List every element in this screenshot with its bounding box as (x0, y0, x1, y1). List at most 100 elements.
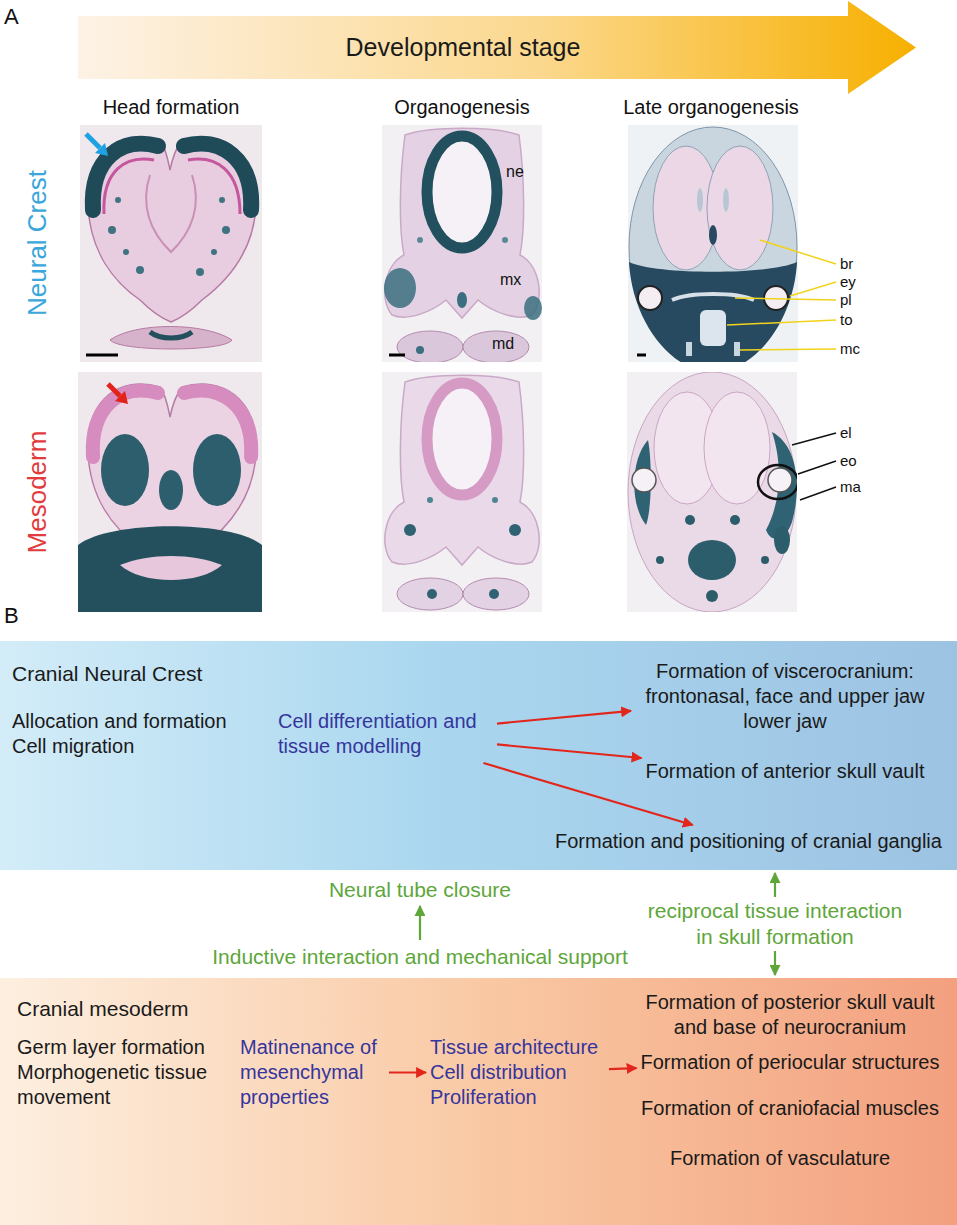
section-image (730, 515, 740, 525)
section-image (384, 268, 416, 308)
section-image (150, 332, 192, 338)
node-text: Tissue architecture Cell distribution Pr… (430, 1035, 605, 1110)
outcome-text: Formation of anterior skull vault (645, 759, 924, 784)
node-text: Formation of viscerocranium: frontonasal… (635, 659, 935, 734)
section-image (86, 354, 118, 357)
section-image (672, 294, 754, 300)
section-image (136, 266, 144, 274)
section-image (385, 375, 539, 565)
section-image (416, 346, 424, 354)
structure-label: md (492, 335, 514, 353)
column-heading: Late organogenesis (623, 96, 799, 119)
section-image (196, 268, 204, 276)
section-image (709, 225, 717, 245)
leader-line (792, 433, 836, 500)
outcome-text: Formation and positioning of cranial gan… (555, 829, 942, 854)
section-image (463, 578, 529, 610)
node-text: Cell differentiation and tissue modellin… (278, 709, 493, 759)
structure-label: br (840, 255, 853, 272)
section-image (628, 372, 796, 612)
section-image (768, 468, 792, 492)
section-image (417, 237, 423, 243)
process-text: Germ layer formation Morphogenetic tissu… (17, 1035, 217, 1110)
panel-letter: B (4, 603, 19, 628)
section-image (524, 296, 542, 320)
leader-line (735, 298, 836, 300)
section-image (78, 372, 262, 612)
leader-line (727, 320, 836, 325)
node-text: Formation of periocular structures (640, 1050, 939, 1075)
section-image (734, 342, 740, 356)
interaction-text: Inductive interaction and mechanical sup… (212, 944, 628, 969)
row-label: Mesoderm (23, 431, 53, 554)
section-image (108, 226, 116, 234)
pointer-arrow (95, 143, 108, 156)
structure-label: ma (840, 478, 861, 495)
structure-label: ma (840, 478, 861, 495)
section-image (706, 590, 718, 602)
pointer-arrow (108, 384, 120, 396)
section-image (78, 526, 262, 612)
section-image (463, 331, 529, 362)
section-image (397, 331, 463, 362)
panel-letter: A (4, 4, 19, 29)
section-image (146, 175, 196, 252)
structure-label: ey (840, 273, 856, 290)
flow-arrow (389, 1071, 426, 1073)
section-image (766, 432, 797, 539)
structure-label: br (840, 255, 853, 272)
edge-label: reciprocal tissue interaction in skull f… (639, 897, 912, 951)
section-image (382, 372, 542, 612)
section-image (629, 262, 797, 362)
node-text: Formation of craniofacial muscles (641, 1096, 939, 1121)
outcome-text: Formation of posterior skull vault and b… (640, 990, 940, 1040)
node-text: Formation of posterior skull vault and b… (640, 990, 940, 1040)
stage-arrow-shape (78, 1, 916, 94)
process-text: Cell differentiation and tissue modellin… (278, 709, 493, 759)
flow-arrow (419, 906, 421, 940)
section-image (697, 188, 703, 212)
pointer-arrow (115, 391, 128, 404)
pointer-arrow (86, 134, 100, 148)
section-image (632, 468, 656, 492)
section-image (193, 434, 241, 506)
section-image (427, 136, 497, 248)
band-heading: Developmental stage (346, 35, 581, 60)
process-text: Matinenance of mesenchymal properties (240, 1035, 385, 1110)
node-text: Germ layer formation Morphogenetic tissu… (17, 1035, 217, 1110)
section-image (404, 524, 416, 536)
structure-label: ne (506, 163, 524, 181)
structure-label: eo (840, 452, 857, 469)
pointer-arrow (108, 384, 128, 404)
leader-line (800, 487, 836, 500)
structure-label: mc (840, 340, 860, 357)
node-text: Neural tube closure (329, 877, 511, 902)
section-image (686, 342, 692, 356)
section-image (120, 556, 222, 580)
node-text: Formation of anterior skull vault (645, 759, 924, 784)
outcome-text: Formation of viscerocranium: frontonasal… (635, 659, 935, 734)
node-text: Matinenance of mesenchymal properties (240, 1035, 385, 1110)
section-image (184, 144, 251, 210)
leader-line (798, 461, 836, 474)
leader-line (790, 282, 836, 296)
section-image (219, 197, 225, 203)
section-image (627, 372, 797, 612)
section-image (761, 556, 769, 564)
node-text: Allocation and formation Cell migration (12, 709, 237, 759)
section-image (115, 197, 121, 203)
flow-arrow (483, 763, 692, 825)
section-image (389, 354, 405, 357)
section-image (80, 125, 262, 362)
structure-label: el (840, 424, 852, 441)
row-label: Neural Crest (23, 170, 53, 316)
column-heading: Head formation (103, 96, 240, 119)
section-image (758, 465, 797, 499)
section-image (211, 249, 217, 255)
band-heading: Cranial mesoderm (17, 996, 940, 1021)
section-image (382, 125, 542, 362)
section-image (88, 137, 256, 322)
flow-arrow (609, 1068, 636, 1069)
